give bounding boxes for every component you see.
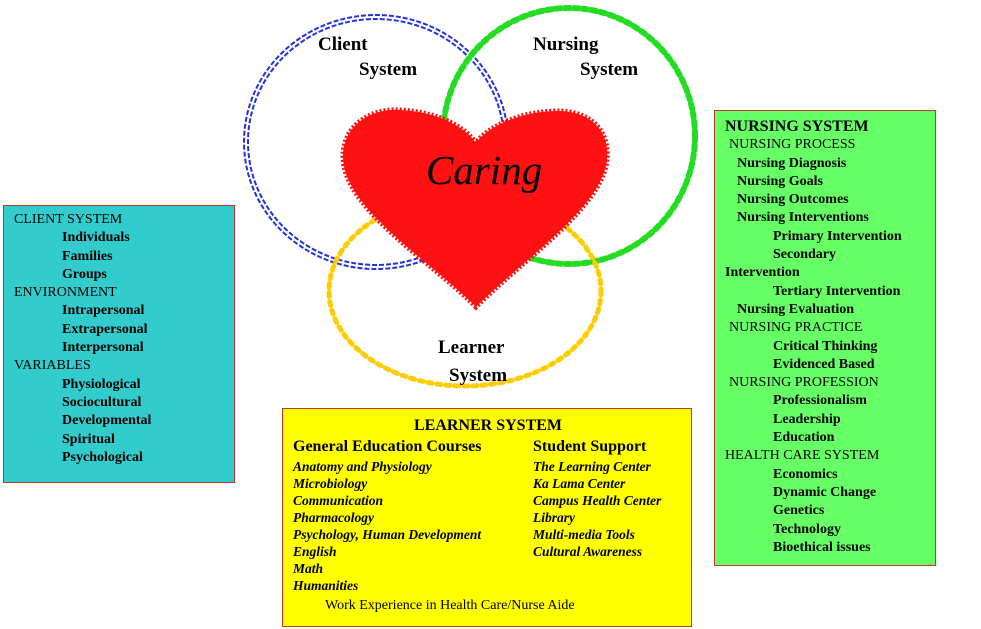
learner-box-title: LEARNER SYSTEM	[413, 417, 563, 434]
learner-system-box: LEARNER SYSTEM General Education Courses…	[282, 408, 692, 627]
client-box-item: Families	[62, 248, 113, 264]
nursing-system-box: NURSING SYSTEM NURSING PROCESS Nursing Di…	[714, 110, 936, 566]
student-support-heading: Student Support	[533, 438, 647, 455]
gen-ed-item: Communication	[293, 493, 384, 508]
gen-ed-item: Microbiology	[293, 476, 368, 491]
nursing-box-item: Tertiary Intervention	[773, 283, 901, 299]
client-box-item: Sociocultural	[62, 394, 142, 410]
nursing-box-item: Evidenced Based	[773, 356, 875, 372]
nursing-box-heading: NURSING PRACTICE	[729, 320, 863, 336]
nursing-box-item: Genetics	[773, 503, 825, 519]
nursing-box-heading: HEALTH CARE SYSTEM	[725, 448, 880, 464]
client-circle-label-line2: System	[359, 59, 418, 80]
nursing-circle-label-line2: System	[580, 59, 639, 80]
nursing-box-item: Professionalism	[773, 393, 867, 409]
caring-heart	[340, 107, 610, 311]
nursing-box-item: Nursing Outcomes	[737, 192, 849, 208]
nursing-box-item: Intervention	[725, 265, 800, 281]
nursing-box-item: Primary Intervention	[773, 228, 902, 244]
nursing-box-item: Technology	[773, 521, 841, 537]
nursing-box-item: Leadership	[773, 411, 841, 427]
gen-ed-item: English	[293, 544, 337, 559]
student-support-item: Campus Health Center	[533, 493, 662, 508]
learner-circle-label-line2: System	[449, 365, 508, 386]
gen-ed-item: Humanities	[293, 578, 359, 593]
nursing-box-item: Critical Thinking	[773, 338, 878, 354]
client-box-heading: ENVIRONMENT	[14, 285, 117, 301]
nursing-box-item: Bioethical issues	[773, 539, 871, 555]
gen-ed-item: Psychology, Human Development	[293, 527, 482, 542]
client-box-item: Physiological	[62, 376, 141, 392]
client-box-heading: CLIENT SYSTEM	[14, 212, 123, 227]
nursing-box-item: Secondary	[773, 247, 836, 263]
learner-circle-label-line1: Learner	[438, 337, 505, 358]
client-box-item: Developmental	[62, 413, 152, 429]
nursing-box-heading: NURSING PROCESS	[729, 137, 856, 153]
client-box-item: Spiritual	[62, 431, 115, 447]
nursing-circle-label-line1: Nursing	[533, 34, 599, 55]
learner-box-footer: Work Experience in Health Care/Nurse Aid…	[325, 598, 575, 613]
gen-ed-heading: General Education Courses	[293, 438, 482, 455]
client-box-item: Intrapersonal	[62, 303, 145, 319]
gen-ed-item: Anatomy and Physiology	[293, 459, 432, 474]
nursing-box-item: Dynamic Change	[773, 484, 877, 500]
client-box-item: Groups	[62, 266, 107, 282]
client-box-item: Psychological	[62, 449, 143, 465]
nursing-box-item: Nursing Diagnosis	[737, 155, 847, 171]
student-support-item: Library	[533, 510, 575, 525]
client-box-item: Interpersonal	[62, 340, 144, 356]
student-support-item: Multi-media Tools	[533, 527, 635, 542]
student-support-item: Ka Lama Center	[533, 476, 626, 491]
student-support-item: The Learning Center	[533, 459, 651, 474]
client-circle-label-line1: Client	[318, 34, 368, 55]
nursing-box-heading: NURSING PROFESSION	[729, 375, 879, 391]
client-box-item: Individuals	[62, 230, 130, 246]
client-box-heading: VARIABLES	[14, 358, 91, 374]
nursing-box-item: Economics	[773, 466, 838, 482]
student-support-item: Cultural Awareness	[533, 544, 643, 559]
nursing-box-title: NURSING SYSTEM	[725, 118, 869, 135]
gen-ed-item: Math	[293, 561, 324, 576]
nursing-box-item: Nursing Evaluation	[737, 301, 855, 317]
client-box-item: Extrapersonal	[62, 321, 148, 337]
caring-label: Caring	[426, 147, 543, 193]
nursing-box-item: Nursing Goals	[737, 173, 823, 189]
nursing-box-item: Education	[773, 430, 835, 446]
gen-ed-item: Pharmacology	[293, 510, 374, 525]
nursing-box-item: Nursing Interventions	[737, 210, 869, 226]
